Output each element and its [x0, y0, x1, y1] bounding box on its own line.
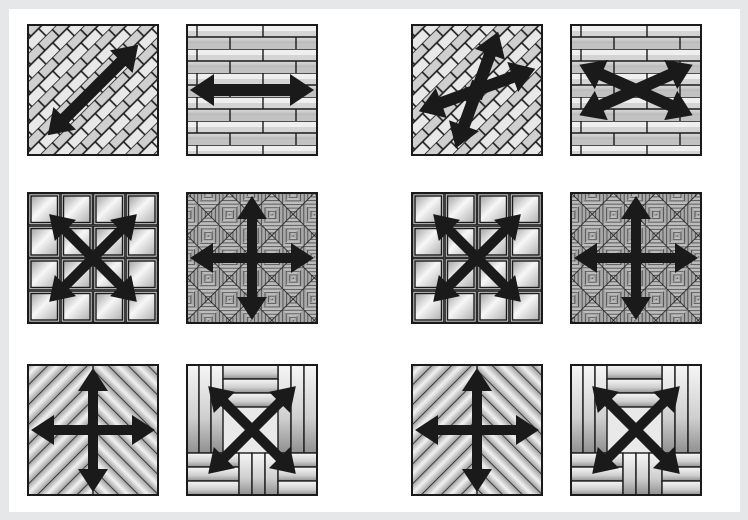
right-group [389, 25, 723, 512]
tile-horizontal-brick [571, 25, 701, 155]
figure-panel [9, 9, 740, 512]
tile-diagonal-planks [28, 25, 158, 155]
tile-figure [9, 9, 740, 512]
tile-herringbone [28, 365, 158, 495]
tile-diagonal-planks [412, 25, 542, 155]
left-group [9, 25, 340, 512]
tile-herringbone [412, 365, 542, 495]
tile-horizontal-brick [187, 25, 317, 155]
tile-basketweave [187, 193, 317, 323]
tile-square-grid [9, 170, 181, 345]
tile-pinwheel-planks [164, 342, 339, 512]
tile-basketweave [571, 193, 701, 323]
tile-pinwheel-planks [548, 342, 723, 512]
tile-square-grid [389, 170, 564, 345]
